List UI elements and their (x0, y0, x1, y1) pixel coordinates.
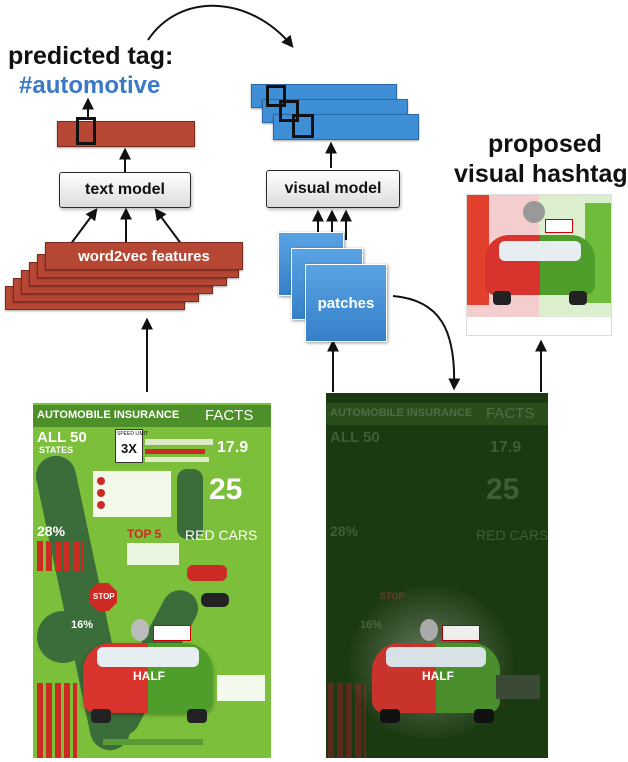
infographic-original: AUTOMOBILE INSURANCE FACTS ALL 50 STATES… (33, 393, 271, 758)
ig-list-dot-3 (97, 501, 105, 509)
dark-half: HALF (422, 669, 454, 683)
ig-person-silhouette (177, 469, 203, 539)
patch-front: patches (305, 264, 387, 342)
ig-top5-box (127, 543, 179, 565)
dark-car-windshield (386, 647, 486, 667)
ig-speed-sign (115, 429, 143, 463)
ig-stat-179: 17.9 (217, 439, 249, 456)
curved-arrow-patches-to-image (392, 295, 461, 391)
ig-red-car (187, 565, 227, 581)
crop-sign (545, 219, 573, 233)
dark-title-right: FACTS (486, 405, 535, 422)
ig-text-line-1 (145, 439, 213, 445)
ig-text-line-3 (145, 457, 209, 462)
visual-cell-2 (279, 100, 299, 122)
ig-list-dot-2 (97, 489, 105, 497)
crop-car-windshield (499, 241, 581, 261)
dark-logo (496, 675, 540, 699)
dark-stat-25: 25 (486, 473, 520, 506)
dark-stat-16: 16% (360, 619, 382, 631)
dark-wheel-left (380, 709, 400, 723)
curved-arrow-tag-to-visual (147, 4, 294, 48)
ig-figure-on-car (131, 619, 149, 641)
dark-stop: STOP (380, 591, 404, 601)
dark-bars (328, 683, 366, 758)
proposed-hashtag-crop (466, 194, 612, 336)
ig-wheel-left (91, 709, 111, 723)
proposed-title-line2: visual hashtag: (454, 160, 628, 188)
ig-top5: TOP 5 (127, 527, 162, 541)
ig-text-line-2 (145, 449, 205, 454)
ig-title-left: AUTOMOBILE INSURANCE (37, 409, 180, 421)
ig-title-bar (33, 405, 271, 427)
dark-title-left: AUTOMOBILE INSURANCE (330, 407, 473, 419)
w2v-layer-1: word2vec features (45, 242, 243, 270)
ig-stat-25: 25 (209, 473, 243, 506)
ig-list-box (93, 471, 171, 517)
crop-wheel-right (569, 291, 587, 305)
ig-all50: ALL 50 (37, 429, 87, 446)
ig-footer (103, 739, 203, 745)
infographic-attention-map: AUTOMOBILE INSURANCE FACTS ALL 50 17.9 2… (326, 393, 548, 758)
dark-red-cars: RED CARS (476, 527, 548, 543)
ig-stat-16: 16% (71, 619, 94, 631)
patches-label: patches (317, 294, 375, 312)
ig-title-right: FACTS (205, 407, 254, 424)
crop-footer (467, 317, 611, 335)
dark-wheel-right (474, 709, 494, 723)
dark-title-bar (326, 403, 548, 425)
ig-bars (37, 683, 77, 758)
ig-stat-28: 28% (37, 523, 66, 539)
ig-stop: STOP (93, 592, 115, 601)
ig-red-cars: RED CARS (185, 527, 258, 543)
ig-half: HALF (133, 669, 165, 683)
predicted-tag-value: #automotive (19, 72, 161, 99)
visual-cell-3 (292, 114, 314, 138)
ig-theft-sign (153, 625, 191, 641)
word2vec-label: word2vec features (78, 247, 210, 265)
crop-figure (523, 201, 545, 223)
predicted-tag-title: predicted tag: (8, 42, 174, 70)
ig-stop-sign (89, 583, 117, 611)
crop-red-strip (467, 195, 489, 305)
ig-top-strip (33, 393, 271, 403)
dark-stat-28: 28% (330, 523, 359, 539)
ig-car-icons-red (37, 541, 83, 571)
visual-cell-1 (266, 85, 286, 107)
ig-wheel-right (187, 709, 207, 723)
ig-motorcycle (201, 593, 229, 607)
dark-theft-sign (442, 625, 480, 641)
ig-speed-limit: SPEED LIMIT (117, 431, 149, 437)
ig-list-dot-1 (97, 477, 105, 485)
crop-wheel-left (493, 291, 511, 305)
proposed-title-line1: proposed (488, 130, 602, 158)
ig-car-windshield (97, 647, 199, 667)
dark-figure-on-car (420, 619, 438, 641)
selected-output-cell (76, 117, 96, 145)
ig-logo (217, 675, 265, 701)
ig-pie (37, 611, 89, 663)
arrow-w2v-left (69, 208, 98, 246)
ig-states: STATES (39, 445, 74, 455)
arrow-w2v-right (154, 208, 183, 246)
dark-stat-179: 17.9 (490, 439, 522, 456)
visual-model-box: visual model (266, 170, 400, 208)
ig-speed-value: 3X (121, 441, 137, 456)
text-model-box: text model (59, 172, 191, 208)
dark-all50: ALL 50 (330, 429, 380, 446)
